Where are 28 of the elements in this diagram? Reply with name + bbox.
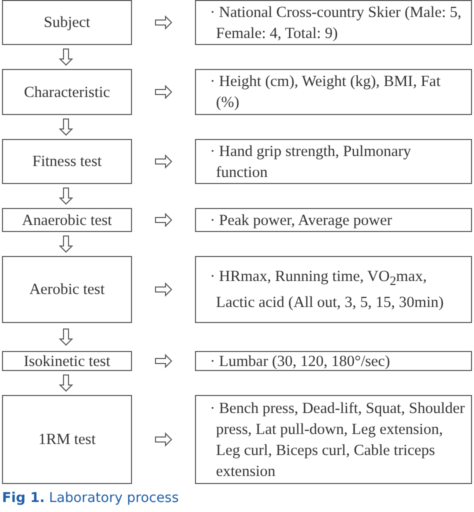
process-box: Aerobic test bbox=[2, 256, 132, 323]
process-box: Fitness test bbox=[2, 139, 132, 184]
detail-box: · National Cross-country Skier (Male: 5, Female: 4, Total: 9) bbox=[195, 0, 472, 45]
detail-box: · Height (cm), Weight (kg), BMI, Fat (%) bbox=[195, 69, 472, 115]
arrow bbox=[58, 118, 74, 136]
arrow bbox=[155, 432, 172, 447]
process-box: Subject bbox=[2, 0, 132, 45]
arrow bbox=[155, 154, 172, 169]
process-box: Anaerobic test bbox=[2, 208, 132, 232]
detail-box: · HRmax, Running time, VO$_{2}$max, Lactic acid (All out, 3, 5, 15, 30min) bbox=[195, 256, 472, 323]
arrow bbox=[58, 236, 74, 253]
detail-box: · Peak power, Average power bbox=[195, 208, 472, 232]
arrow bbox=[58, 188, 74, 205]
detail-box: · Hand grip strength, Pulmonary function bbox=[195, 139, 472, 184]
arrow bbox=[155, 15, 172, 30]
arrow bbox=[58, 374, 74, 392]
arrow bbox=[155, 84, 172, 100]
figure-caption: Fig 1. Laboratory process bbox=[2, 490, 179, 506]
arrow bbox=[155, 354, 172, 368]
detail-box: · Bench press, Dead-lift, Squat, Shoulder press, Lat pull-down, Leg extension, Leg curl, Biceps curl, Cable triceps extension bbox=[195, 395, 472, 484]
detail-box: · Lumbar (30, 120, 180°/sec) bbox=[195, 351, 472, 371]
process-box: 1RM test bbox=[2, 395, 132, 484]
arrow bbox=[155, 212, 172, 228]
arrow bbox=[58, 328, 74, 346]
arrow bbox=[155, 282, 172, 297]
arrow bbox=[58, 48, 74, 66]
process-box: Isokinetic test bbox=[2, 351, 132, 371]
process-box: Characteristic bbox=[2, 69, 132, 115]
